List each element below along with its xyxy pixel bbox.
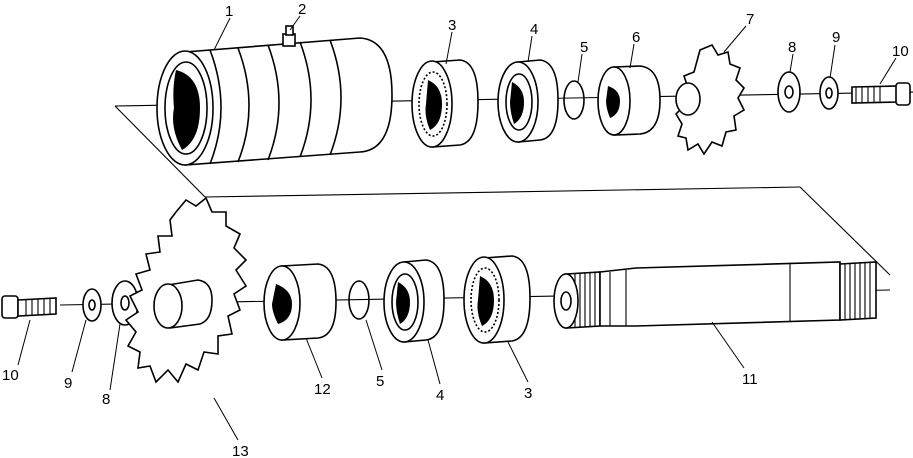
callout-4-lower: 4 xyxy=(436,387,444,404)
spacer xyxy=(597,65,661,136)
callout-7: 7 xyxy=(746,11,754,28)
callout-5: 5 xyxy=(580,39,588,56)
callout-12: 12 xyxy=(314,381,331,398)
leader-lines xyxy=(17,15,897,441)
o-ring-lower xyxy=(348,280,370,320)
callout-9: 9 xyxy=(832,29,840,46)
small-sprocket xyxy=(674,43,746,156)
callout-11: 11 xyxy=(742,371,758,388)
shaft xyxy=(553,261,877,329)
hub xyxy=(263,263,337,341)
callout-13: 13 xyxy=(232,443,249,458)
callout-1: 1 xyxy=(225,3,233,20)
large-sprocket xyxy=(124,196,248,384)
bolt-upper xyxy=(851,82,911,106)
callout-6: 6 xyxy=(632,29,640,46)
lock-washer-upper xyxy=(819,76,839,110)
o-ring-upper xyxy=(563,80,585,120)
callout-2: 2 xyxy=(298,1,306,18)
callout-3: 3 xyxy=(448,17,456,34)
grease-fitting xyxy=(282,25,296,47)
callout-9-lower: 9 xyxy=(64,375,72,392)
seal-upper xyxy=(497,59,559,143)
callout-10-lower: 10 xyxy=(2,367,19,384)
callout-8-lower: 8 xyxy=(102,391,110,408)
bearing-upper xyxy=(411,59,479,148)
callout-10: 10 xyxy=(892,43,909,60)
washer-upper xyxy=(777,71,801,113)
callout-4: 4 xyxy=(530,21,538,38)
lock-washer-lower xyxy=(82,288,102,322)
housing xyxy=(156,37,393,166)
seal-lower xyxy=(383,259,445,343)
callout-3-lower: 3 xyxy=(524,385,532,402)
bolt-lower xyxy=(1,295,57,319)
callout-5-lower: 5 xyxy=(376,373,384,390)
bearing-lower xyxy=(463,255,531,344)
washer-lower xyxy=(111,280,139,326)
callout-8: 8 xyxy=(788,39,796,56)
